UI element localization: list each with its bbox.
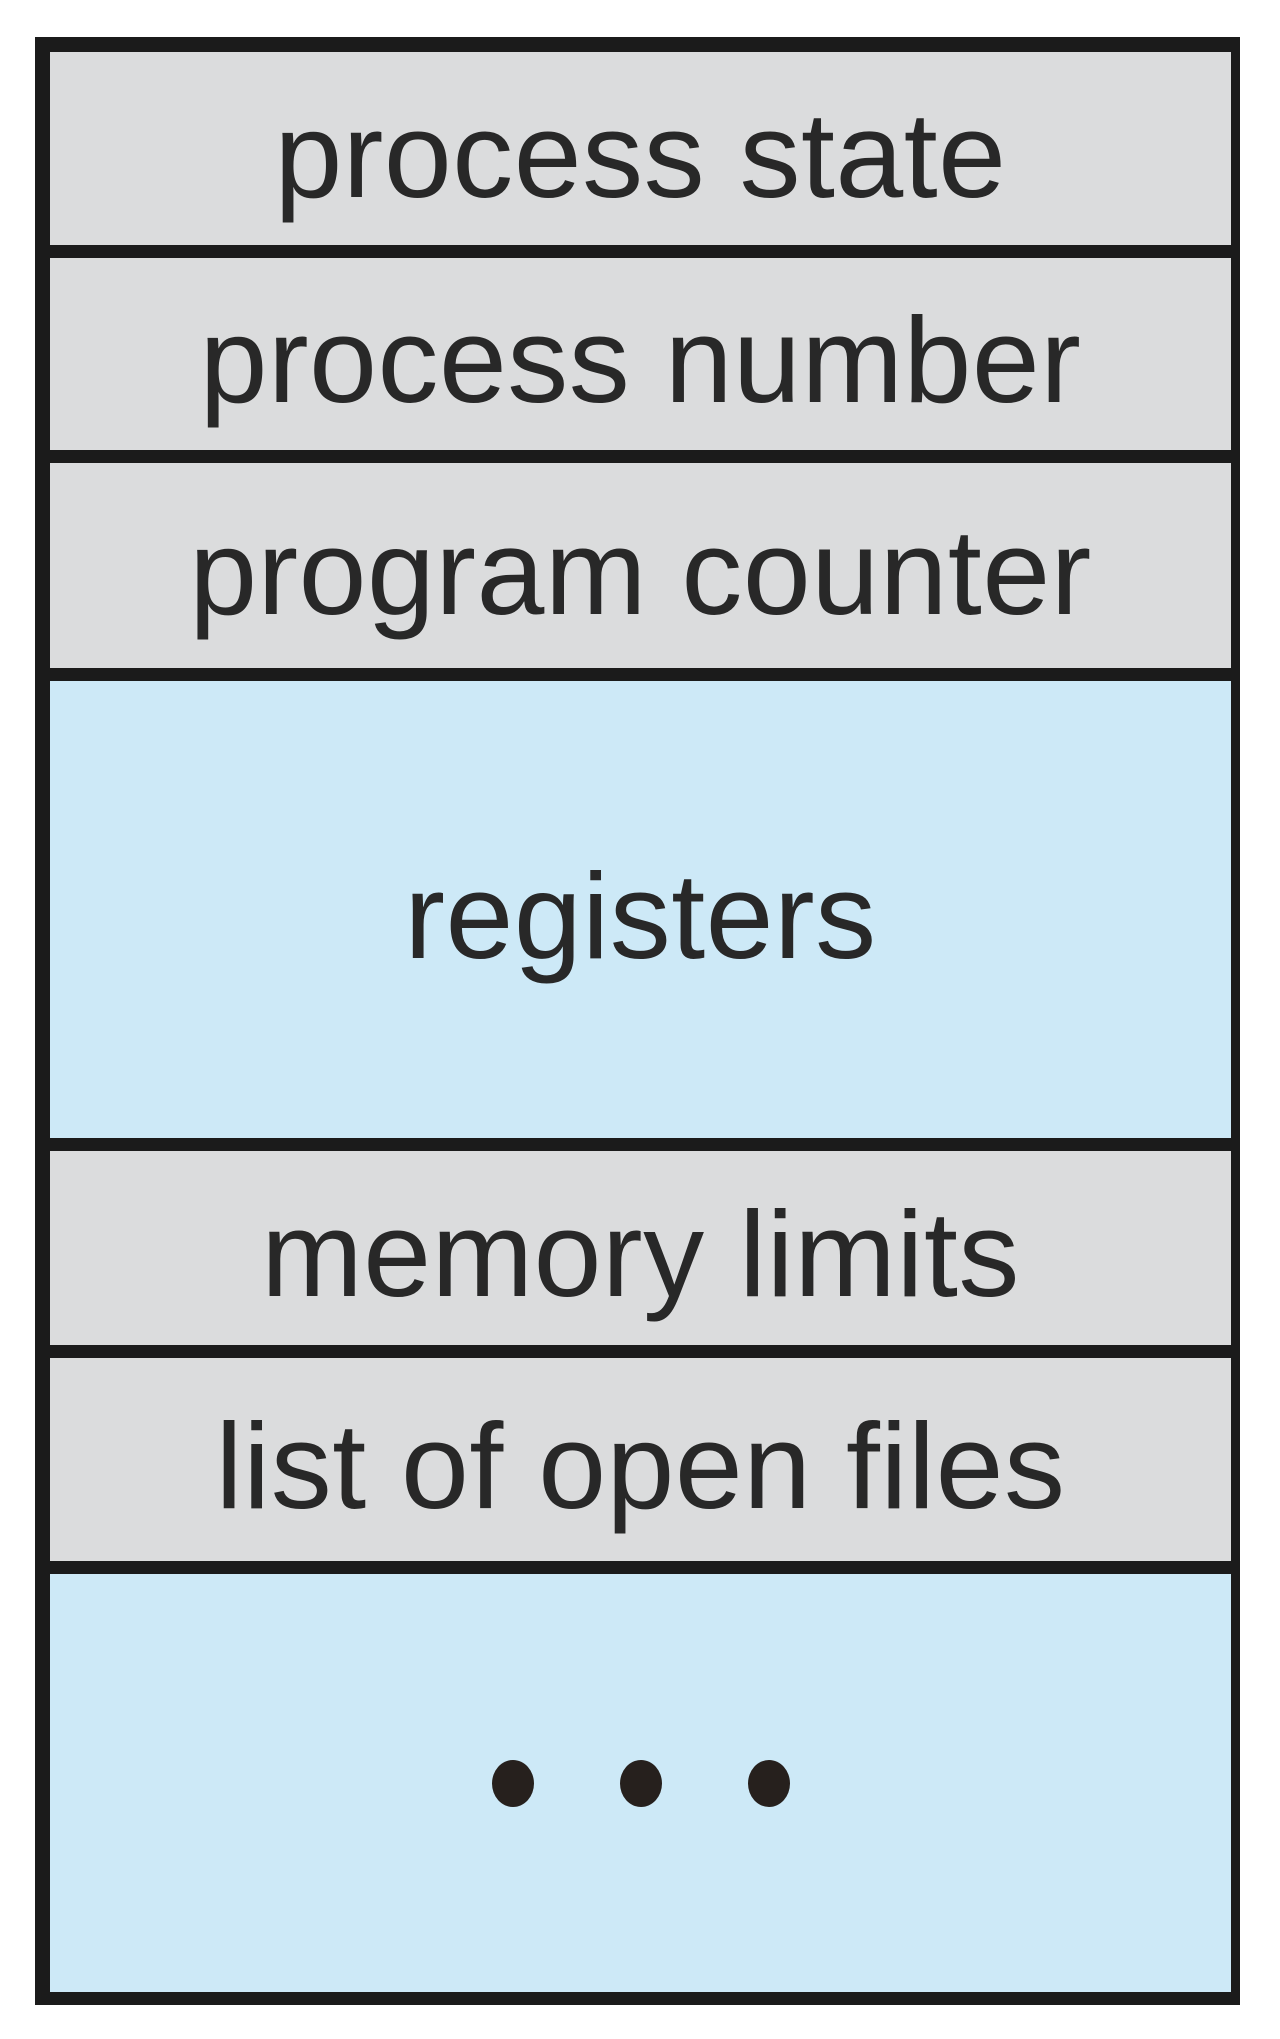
row-registers: registers bbox=[50, 668, 1231, 1138]
row-list-of-open-files: list of open files bbox=[50, 1345, 1231, 1561]
ellipsis-dots bbox=[449, 1759, 833, 1807]
row-label-registers: registers bbox=[404, 847, 877, 984]
row-memory-limits: memory limits bbox=[50, 1138, 1231, 1345]
row-process-number: process number bbox=[50, 245, 1231, 450]
pcb-table: process state process number program cou… bbox=[35, 37, 1240, 2005]
row-label-memory-limits: memory limits bbox=[261, 1186, 1020, 1322]
row-label-process-state: process state bbox=[274, 86, 1007, 223]
ellipsis-dot-icon bbox=[491, 1759, 534, 1807]
row-label-process-number: process number bbox=[199, 292, 1082, 428]
row-label-program-counter: program counter bbox=[189, 503, 1092, 640]
ellipsis-dot-icon bbox=[619, 1759, 662, 1807]
row-label-list-of-open-files: list of open files bbox=[215, 1397, 1066, 1534]
row-program-counter: program counter bbox=[50, 450, 1231, 668]
row-process-state: process state bbox=[50, 52, 1231, 245]
ellipsis-dot-icon bbox=[747, 1759, 790, 1807]
row-ellipsis bbox=[50, 1561, 1231, 1992]
